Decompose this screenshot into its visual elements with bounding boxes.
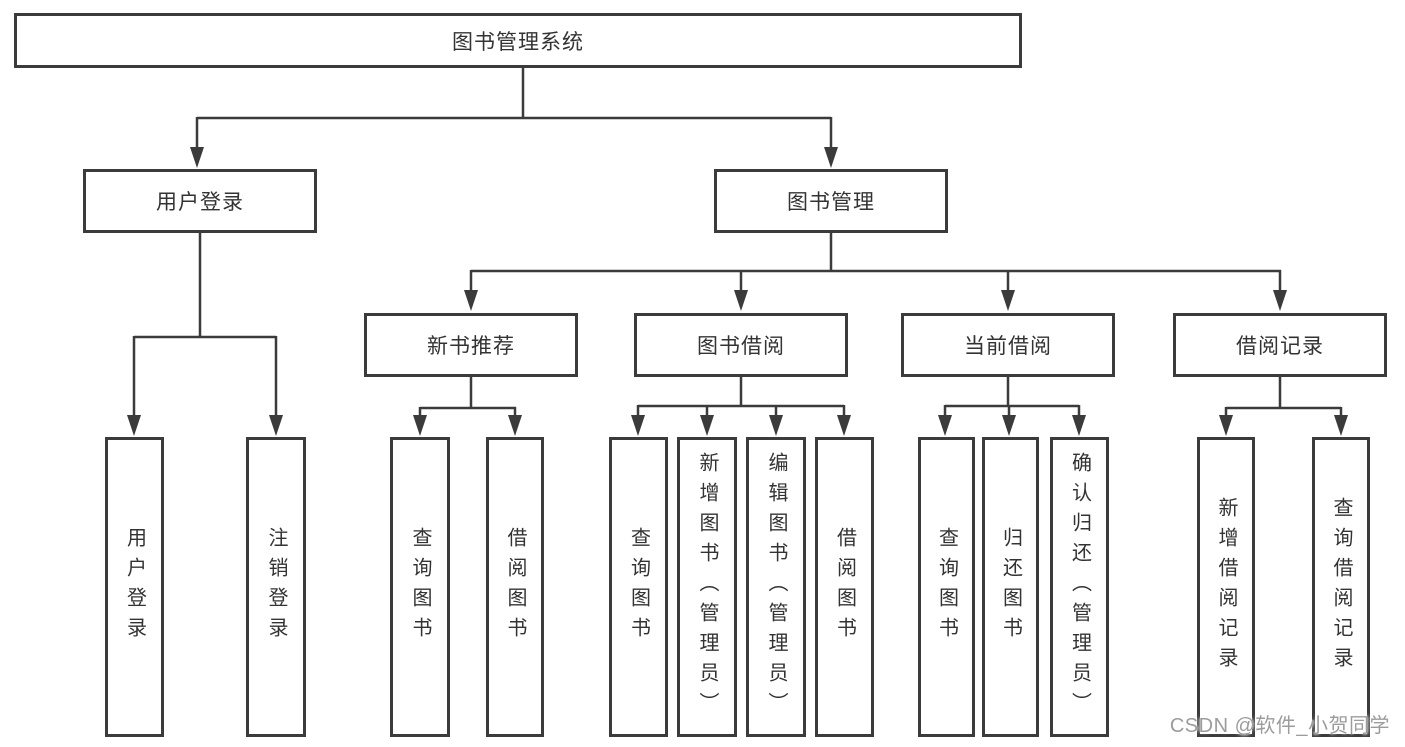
node-new-book-recommend: 新书推荐 [364, 313, 578, 377]
leaf-logout: 注销登录 [246, 437, 306, 737]
leaf-current-return-books: 归还图书 [982, 437, 1039, 737]
leaf-current-query-books: 查询图书 [918, 437, 975, 737]
leaf-borrowing-borrow-books: 借阅图书 [815, 437, 874, 737]
leaf-records-query-record: 查询借阅记录 [1312, 437, 1370, 737]
node-current-borrowing: 当前借阅 [901, 313, 1115, 377]
leaf-current-confirm-return-admin: 确认归还（管理员） [1050, 437, 1109, 737]
leaf-borrowing-query-books: 查询图书 [609, 437, 668, 737]
arrowheads [127, 147, 1348, 436]
leaf-borrowing-edit-books-admin: 编辑图书（管理员） [746, 437, 806, 737]
leaf-recommend-query-books: 查询图书 [390, 437, 450, 737]
node-borrowing-records: 借阅记录 [1173, 313, 1387, 377]
node-user-login: 用户登录 [83, 169, 317, 233]
node-root: 图书管理系统 [14, 13, 1022, 68]
leaf-borrowing-add-books-admin: 新增图书（管理员） [677, 437, 737, 737]
csdn-watermark: CSDN @软件_小贺同学 [1169, 715, 1390, 737]
node-book-management: 图书管理 [714, 169, 948, 233]
node-book-borrowing: 图书借阅 [634, 313, 848, 377]
leaf-records-add-record: 新增借阅记录 [1197, 437, 1255, 737]
leaf-user-login: 用户登录 [105, 437, 164, 737]
leaf-recommend-borrow-books: 借阅图书 [486, 437, 544, 737]
